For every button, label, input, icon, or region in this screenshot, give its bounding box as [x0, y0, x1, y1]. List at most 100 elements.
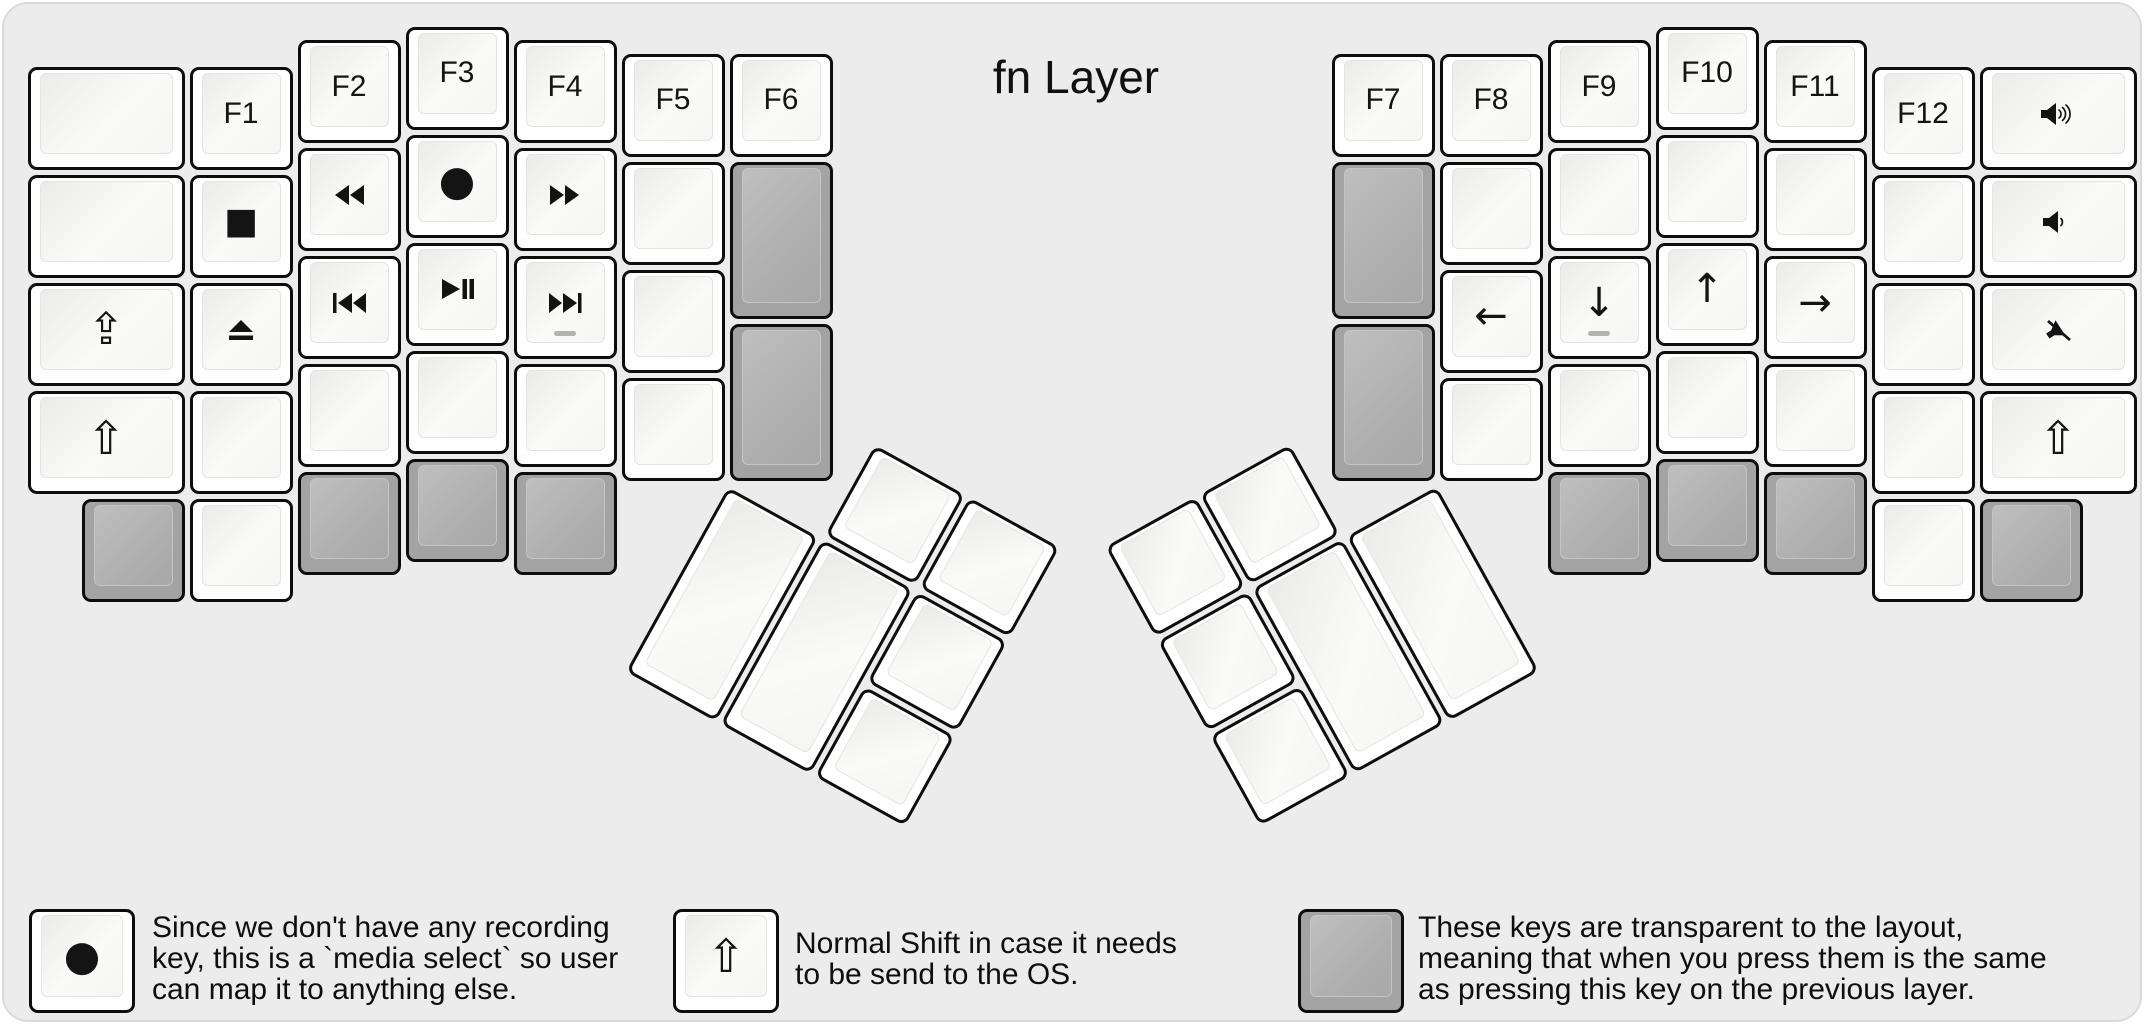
- key-shift: ⇧: [27, 391, 185, 494]
- key-shift: ⇧: [1979, 391, 2137, 494]
- keycap-top: F1: [201, 73, 281, 154]
- keycap-top: [201, 505, 281, 586]
- keycap-top: ↓: [1559, 262, 1639, 343]
- key-f2: F2: [297, 40, 401, 143]
- key-label: F3: [439, 56, 475, 89]
- keycap-top: ●: [417, 140, 497, 222]
- legend-text-line: as pressing this key on the previous lay…: [1418, 973, 1975, 1006]
- keycap-top: [1667, 140, 1747, 222]
- key-blank: [1763, 364, 1867, 467]
- key-f4: F4: [513, 40, 617, 143]
- eject-icon: [226, 318, 256, 342]
- key-blank: [1439, 377, 1543, 481]
- keycap-top: [1883, 181, 1963, 262]
- keycap-top: F11: [1775, 46, 1855, 127]
- key-f11: F11: [1763, 40, 1867, 143]
- shift-icon: ⇧: [706, 929, 746, 983]
- keycap-top: [1559, 370, 1639, 451]
- keycap-top: [417, 464, 497, 546]
- key-label: F9: [1581, 69, 1617, 103]
- keycap-top: [309, 370, 389, 451]
- key-blank: [27, 175, 185, 278]
- keycap-top: [1559, 154, 1639, 235]
- arrow-down-icon: ↓: [1582, 279, 1616, 326]
- rewind-icon: [332, 184, 366, 206]
- record-icon: ●: [63, 931, 101, 980]
- key-transparent: [297, 472, 401, 575]
- keycap-top: [843, 455, 952, 565]
- keycap-top: [525, 154, 605, 235]
- key-f10: F10: [1655, 26, 1759, 130]
- key-stop: ■: [189, 175, 293, 278]
- keycap-top: F2: [309, 46, 389, 127]
- legend-text-line: Since we don't have any recording: [152, 911, 610, 944]
- keycap-top: [1991, 505, 2071, 586]
- key-transparent: [1979, 499, 2083, 602]
- key-label: F1: [223, 96, 259, 130]
- keycap-top: [417, 356, 497, 438]
- key-transparent: [513, 472, 617, 575]
- mute-icon: [2039, 315, 2077, 345]
- keycap-top: [39, 73, 173, 154]
- key-play-pause: [405, 242, 509, 346]
- key-blank: [1655, 350, 1759, 454]
- keycap-top: [633, 383, 713, 465]
- keycap-top: →: [1775, 262, 1855, 343]
- keycap-top: [1451, 383, 1531, 465]
- keycap-top: [1343, 167, 1423, 303]
- keycap-top: ⇪: [39, 289, 173, 370]
- key-volume-up: [1979, 67, 2137, 170]
- keycap-top: [741, 167, 821, 303]
- skip-forward-icon: [547, 292, 584, 314]
- key-f8: F8: [1439, 53, 1543, 157]
- keycap-top: [1775, 478, 1855, 559]
- key-f3: F3: [405, 26, 509, 130]
- key-volume-down: [1979, 175, 2137, 278]
- key-f12: F12: [1871, 67, 1975, 170]
- record-icon: ●: [438, 156, 476, 205]
- key-transparent: [1655, 458, 1759, 562]
- key-fast-forward: [513, 148, 617, 251]
- key-transparent: [729, 323, 833, 481]
- key-arrow-up: ↑: [1655, 242, 1759, 346]
- key-label: F8: [1473, 83, 1509, 116]
- keycap-top: F4: [525, 46, 605, 127]
- volume-down-icon: [2037, 208, 2079, 236]
- keycap-top: F9: [1559, 46, 1639, 127]
- legend-key-transparent: [1298, 909, 1404, 1013]
- key-blank: [1547, 148, 1651, 251]
- key-blank: [1439, 161, 1543, 265]
- keycap-top: [93, 505, 173, 586]
- legend-key-record: ●: [29, 909, 135, 1013]
- play-pause-icon: [439, 277, 475, 301]
- keycap-top: [1667, 464, 1747, 546]
- key-transparent: [1763, 472, 1867, 575]
- keycap-top: [1118, 507, 1227, 617]
- keycap-top: [201, 397, 281, 478]
- volume-up-icon: [2037, 100, 2079, 128]
- keycap-top: ■: [201, 181, 281, 262]
- keycap-top: [525, 370, 605, 451]
- key-blank: [405, 350, 509, 454]
- key-blank: [621, 269, 725, 373]
- keycap-top: F3: [417, 32, 497, 114]
- key-f7: F7: [1331, 53, 1435, 157]
- legend-text-line: Normal Shift in case it needs: [795, 927, 1177, 960]
- homing-bar: [554, 331, 576, 336]
- key-blank: [1871, 175, 1975, 278]
- keycap-top: F10: [1667, 32, 1747, 114]
- keycap-top: ⇧: [1991, 397, 2125, 478]
- keycap-top: [1343, 329, 1423, 465]
- keycap-top: [1559, 478, 1639, 559]
- key-blank: [1871, 499, 1975, 602]
- key-skip-forward: [513, 256, 617, 359]
- key-blank: [621, 377, 725, 481]
- keycap-top: [1451, 167, 1531, 249]
- keycap-top: [309, 478, 389, 559]
- layer-title: fn Layer: [992, 51, 1160, 103]
- fast-forward-icon: [548, 184, 582, 206]
- keycap-top: ●: [41, 915, 123, 997]
- arrow-up-icon: ↑: [1690, 266, 1724, 312]
